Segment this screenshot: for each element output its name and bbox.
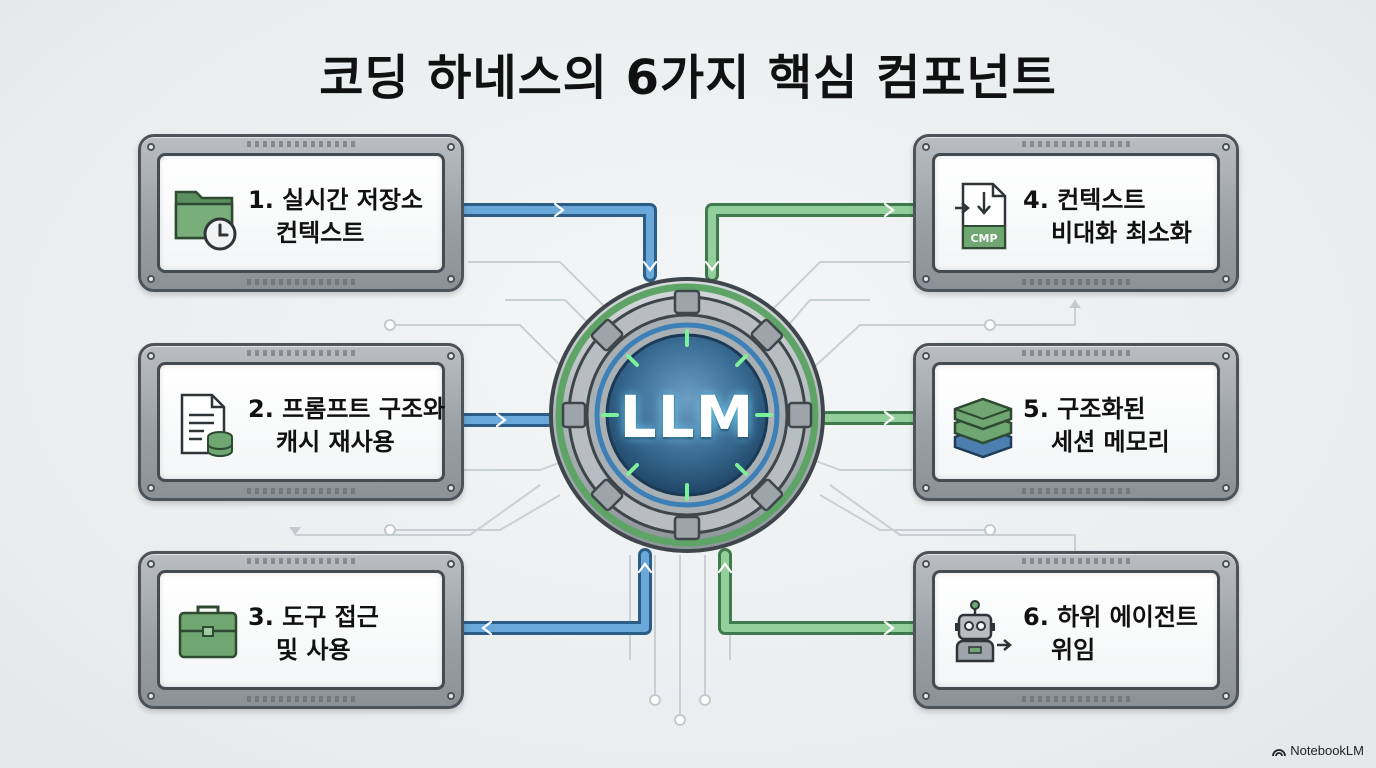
component-label: 1. 실시간 저장소 컨텍스트	[248, 184, 436, 250]
component-subtitle: 캐시 재사용	[276, 428, 395, 456]
component-label: 3. 도구 접근 및 사용	[248, 601, 436, 667]
component-label: 6. 하위 에이전트 위임	[1023, 601, 1211, 667]
robot-delegate-icon	[955, 600, 1012, 663]
hub-gear-ring	[549, 277, 825, 553]
llm-hub: LLM	[547, 275, 827, 555]
component-title: 5. 구조화된	[1023, 395, 1146, 423]
component-label: 2. 프롬프트 구조와 캐시 재사용	[248, 393, 446, 459]
component-label: 4. 컨텍스트 비대화 최소화	[1023, 184, 1211, 250]
component-title: 3. 도구 접근	[248, 603, 379, 631]
component-panel-6: 6. 하위 에이전트 위임	[913, 551, 1239, 709]
component-panel-1: 1. 실시간 저장소 컨텍스트	[138, 134, 464, 292]
watermark-text: NotebookLM	[1290, 743, 1364, 758]
component-subtitle: 위임	[1051, 636, 1096, 664]
hub-label: LLM	[619, 383, 755, 451]
component-title: 1. 실시간 저장소	[248, 186, 424, 214]
compress-file-icon: CMP	[955, 182, 1007, 250]
component-panel-5: 5. 구조화된 세션 메모리	[913, 343, 1239, 501]
component-subtitle: 비대화 최소화	[1051, 219, 1192, 247]
component-panel-2: 2. 프롬프트 구조와 캐시 재사용	[138, 343, 464, 501]
layers-stack-icon	[953, 397, 1013, 459]
toolbox-icon	[178, 605, 238, 659]
component-subtitle: 세션 메모리	[1051, 428, 1170, 456]
component-subtitle: 및 사용	[276, 636, 351, 664]
component-title: 2. 프롬프트 구조와	[248, 395, 446, 423]
document-database-icon	[180, 393, 233, 457]
component-label: 5. 구조화된 세션 메모리	[1023, 393, 1211, 459]
page-title: 코딩 하네스의 6가지 핵심 컴포넌트	[319, 50, 1057, 106]
watermark: NotebookLM	[1272, 743, 1364, 758]
component-subtitle: 컨텍스트	[276, 219, 365, 247]
component-panel-3: 3. 도구 접근 및 사용	[138, 551, 464, 709]
notebooklm-logo-icon	[1272, 749, 1287, 757]
cmp-badge-text: CMP	[970, 232, 997, 245]
component-panel-4: CMP 4. 컨텍스트 비대화 최소화	[913, 134, 1239, 292]
component-title: 6. 하위 에이전트	[1023, 603, 1199, 631]
folder-clock-icon	[174, 190, 237, 251]
component-title: 4. 컨텍스트	[1023, 186, 1146, 214]
